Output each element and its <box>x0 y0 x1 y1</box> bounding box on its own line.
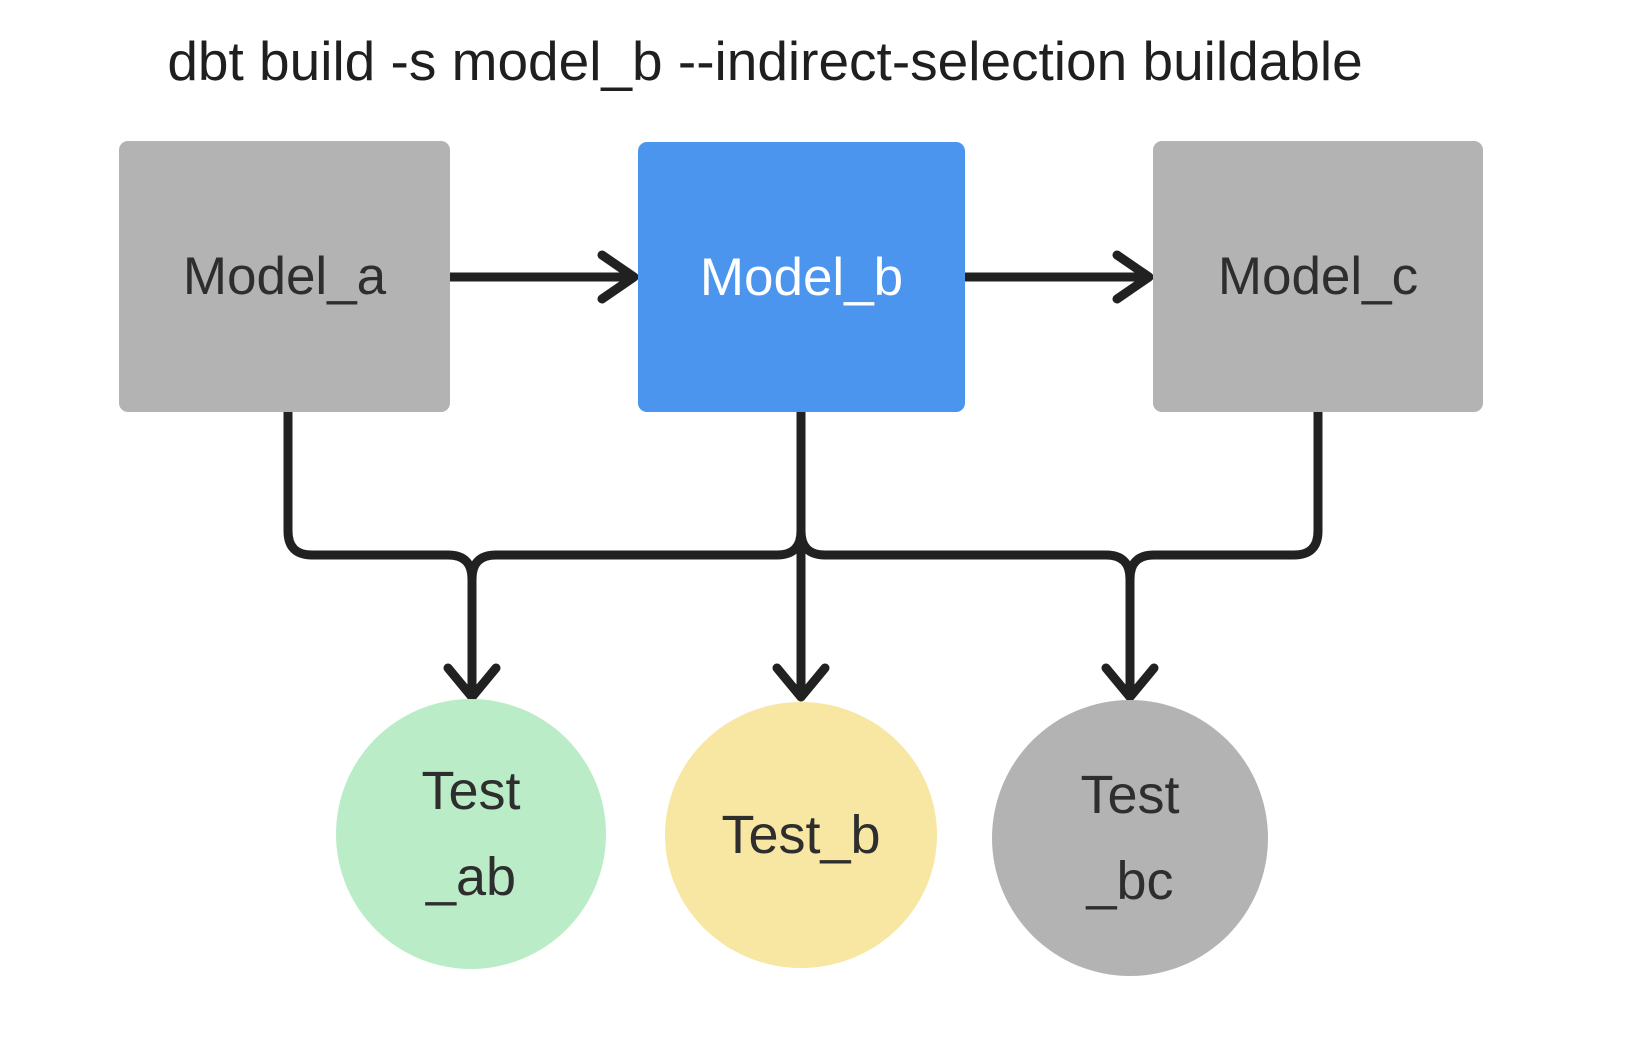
edge-model-b-to-test-ab <box>467 407 806 584</box>
test-b-label-line-1: Test_b <box>721 805 881 865</box>
arrowhead-model-a-to-model-b-icon <box>597 250 639 304</box>
arrowhead-to-test-b-icon <box>772 663 830 702</box>
test-b-label: Test_b <box>721 792 880 878</box>
test-bc-label-line-1: Test <box>1080 765 1180 825</box>
model-node-model-a: Model_a <box>119 141 450 412</box>
model-b-label: Model_b <box>699 247 904 307</box>
model-node-model-b: Model_b <box>638 142 965 412</box>
diagram-title: dbt build -s model_b --indirect-selectio… <box>167 30 1363 92</box>
arrowhead-model-b-to-model-c-icon <box>1112 250 1154 304</box>
test-ab-label-line-1: Test <box>421 761 521 821</box>
test-ab-label: Test _ab <box>421 748 520 920</box>
test-bc-label: Test _bc <box>1080 752 1179 924</box>
test-node-test-ab: Test _ab <box>336 699 606 969</box>
model-node-model-c: Model_c <box>1153 141 1483 412</box>
arrowhead-to-test-bc-icon <box>1101 663 1159 702</box>
test-node-test-bc: Test _bc <box>992 700 1268 976</box>
test-node-test-b: Test_b <box>665 702 937 968</box>
test-bc-label-line-2: _bc <box>1086 851 1174 911</box>
model-a-label: Model_a <box>182 247 387 306</box>
edge-model-b-to-test-bc <box>796 407 1135 693</box>
edge-model-c-to-test-bc <box>1125 407 1323 584</box>
test-ab-label-line-2: _ab <box>425 847 517 907</box>
edge-group <box>283 250 1323 702</box>
edge-model-a-to-test-ab <box>283 407 477 693</box>
model-c-label: Model_c <box>1217 247 1419 306</box>
arrowhead-to-test-ab-icon <box>443 663 501 702</box>
